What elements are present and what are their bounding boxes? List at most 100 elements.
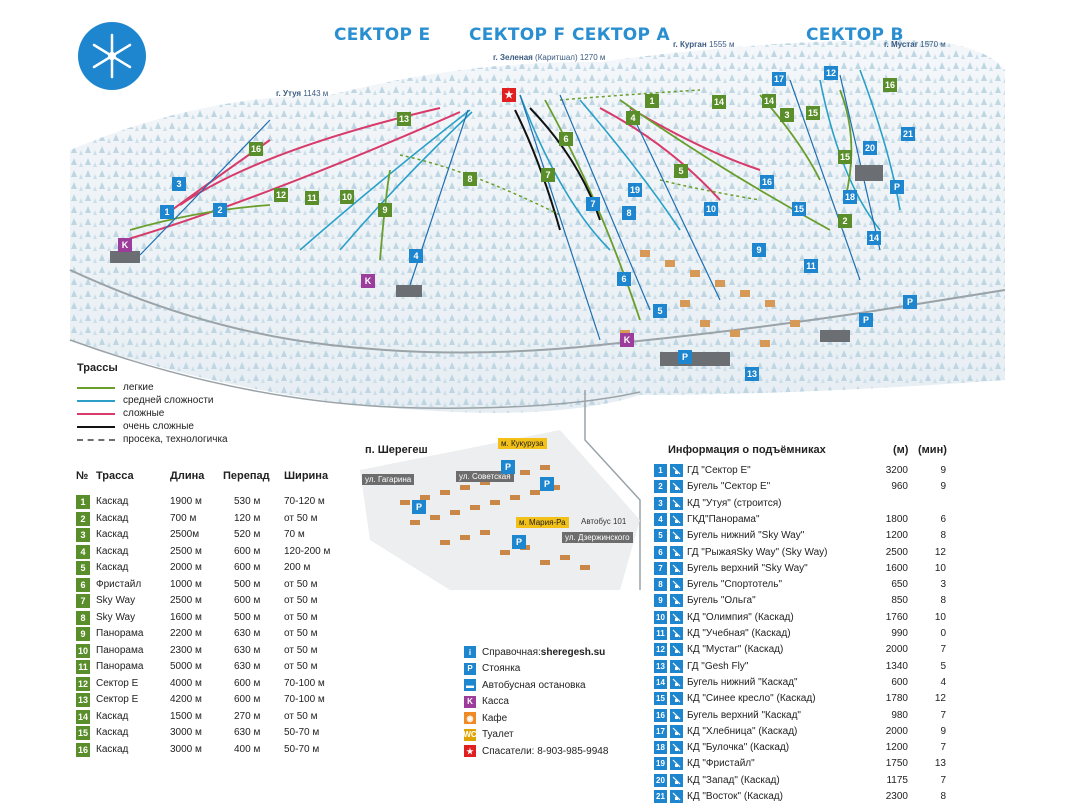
lift-badge[interactable]: 14: [867, 231, 881, 245]
parking-icon[interactable]: P: [412, 500, 426, 514]
parking-icon[interactable]: P: [890, 180, 904, 194]
run-badge[interactable]: 15: [806, 106, 820, 120]
town-title: п. Шерегеш: [365, 444, 428, 456]
lift-badge[interactable]: 20: [863, 141, 877, 155]
run-number: 15: [76, 726, 90, 740]
run-badge[interactable]: 12: [274, 188, 288, 202]
lift-badge[interactable]: 8: [622, 206, 636, 220]
lift-badge[interactable]: 12: [824, 66, 838, 80]
lift-length: 1750: [885, 758, 908, 770]
run-badge[interactable]: 16: [883, 78, 897, 92]
run-number: 7: [76, 594, 90, 608]
lift-type-icon: [670, 578, 683, 592]
lift-badge[interactable]: 15: [792, 202, 806, 216]
lift-badge[interactable]: 13: [745, 367, 759, 381]
run-length: 4200 м: [170, 694, 202, 705]
lift-badge[interactable]: 21: [901, 127, 915, 141]
lift-badge[interactable]: 2: [213, 203, 227, 217]
lift-number: 10: [654, 610, 667, 624]
lift-badge[interactable]: 7: [586, 197, 600, 211]
ticket-office-icon[interactable]: K: [118, 238, 132, 252]
run-length: 1600 м: [170, 611, 202, 623]
town-area: [360, 430, 640, 590]
run-badge[interactable]: 6: [559, 132, 573, 146]
col-length: Длина: [170, 470, 205, 482]
run-name: Каскад: [96, 512, 129, 524]
lift-length: 980: [891, 709, 908, 721]
lift-badge[interactable]: 3: [172, 177, 186, 191]
run-badge[interactable]: 13: [397, 112, 411, 126]
parking-icon[interactable]: P: [540, 477, 554, 491]
lift-badge[interactable]: 1: [160, 205, 174, 219]
run-badge[interactable]: 4: [626, 111, 640, 125]
run-name: Сектор Е: [96, 694, 139, 705]
lift-name: КД "Булочка" (Каскад): [687, 742, 790, 754]
run-name: Панорама: [96, 644, 144, 656]
run-badge[interactable]: 11: [305, 191, 319, 205]
run-name: Фристайл: [96, 578, 142, 590]
run-length: 1900 м: [170, 496, 202, 507]
lift-badge[interactable]: 4: [409, 249, 423, 263]
parking-icon[interactable]: P: [903, 295, 917, 309]
col-num: №: [76, 470, 89, 482]
lifts-title: Информация о подъёмниках: [668, 444, 826, 456]
parking-icon[interactable]: P: [859, 313, 873, 327]
cafe-icon: ◉: [464, 712, 476, 724]
lift-badge[interactable]: 18: [843, 190, 857, 204]
service-link[interactable]: sheregesh.su: [540, 646, 606, 658]
lift-badge[interactable]: 9: [752, 243, 766, 257]
run-badge[interactable]: 5: [674, 164, 688, 178]
rescue-icon: ★: [464, 745, 476, 757]
lift-badge[interactable]: 5: [653, 304, 667, 318]
lift-badge[interactable]: 19: [628, 183, 642, 197]
lift-time: 4: [940, 676, 946, 688]
run-badge[interactable]: 7: [541, 168, 555, 182]
ticket-office-icon[interactable]: K: [361, 274, 375, 288]
lift-badge[interactable]: 11: [804, 259, 818, 273]
run-badge[interactable]: 10: [340, 190, 354, 204]
service-label: Кафе: [482, 712, 508, 724]
run-name: Сектор Е: [96, 677, 139, 689]
rescue-icon[interactable]: ★: [502, 88, 516, 102]
parking-icon: P: [464, 662, 476, 675]
run-badge[interactable]: 2: [838, 214, 852, 228]
ticket-office-icon[interactable]: K: [620, 333, 634, 347]
parking-icon[interactable]: P: [501, 460, 515, 474]
run-badge[interactable]: 8: [463, 172, 477, 186]
parking-icon[interactable]: P: [512, 535, 526, 549]
lift-badge[interactable]: 6: [617, 272, 631, 286]
run-width: от 50 м: [284, 628, 318, 639]
run-length: 3000 м: [170, 743, 202, 755]
lift-length: 960: [891, 481, 908, 493]
run-badge[interactable]: 14: [762, 94, 776, 108]
run-badge[interactable]: 1: [645, 94, 659, 108]
run-badge[interactable]: 16: [249, 142, 263, 156]
run-number: 1: [76, 495, 90, 509]
street-label: м. Мария-Ра: [516, 517, 569, 528]
sector-a-label: СЕКТОР А: [572, 25, 670, 45]
run-badge[interactable]: 15: [838, 150, 852, 164]
lift-badge[interactable]: 17: [772, 72, 786, 86]
lift-length: 1600: [885, 562, 908, 574]
lift-badge[interactable]: 10: [704, 202, 718, 216]
run-badge[interactable]: 14: [712, 95, 726, 109]
lift-time: 8: [940, 530, 946, 542]
service-label: Спасатели: 8-903-985-9948: [482, 745, 609, 757]
lift-badge[interactable]: 16: [760, 175, 774, 189]
run-drop: 600 м: [234, 694, 261, 705]
lift-type-icon: [670, 545, 683, 559]
lift-name: ГД "Сектор Е": [687, 465, 751, 476]
lift-name: ГД "РыжаяSky Way" (Sky Way): [687, 546, 828, 558]
lift-number: 12: [654, 643, 667, 657]
lift-type-icon: [670, 480, 683, 494]
run-badge[interactable]: 3: [780, 108, 794, 122]
lift-number: 14: [654, 675, 667, 689]
lift-type-icon: [670, 529, 683, 543]
parking-icon[interactable]: P: [678, 350, 692, 364]
run-badge[interactable]: 9: [378, 203, 392, 217]
